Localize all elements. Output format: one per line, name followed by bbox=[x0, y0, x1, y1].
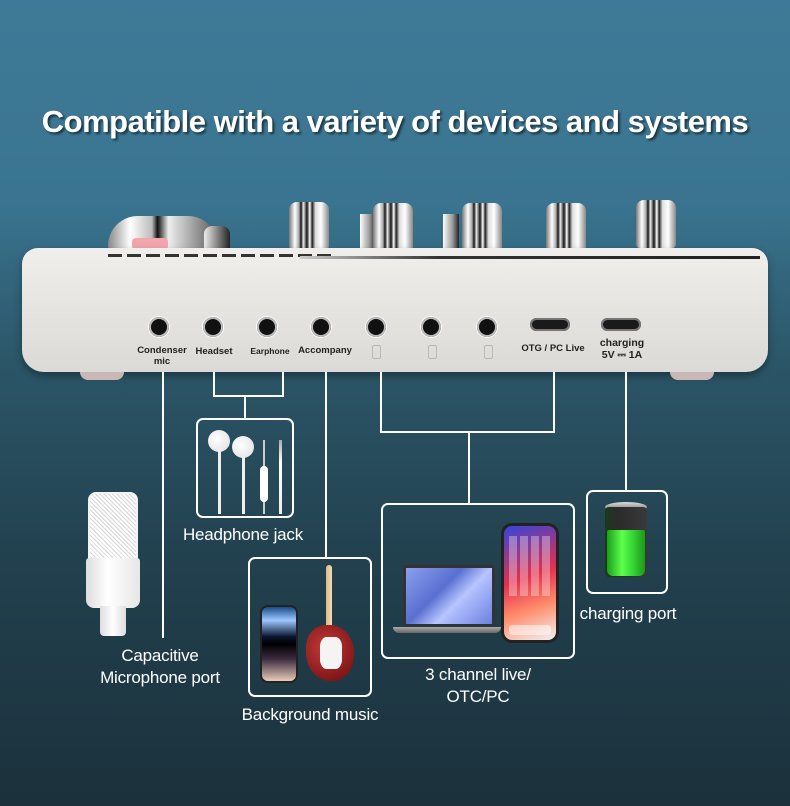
fader-icon bbox=[360, 214, 376, 250]
connector-line bbox=[380, 431, 555, 433]
port-label-charging: charging 5V ⎓ 1A bbox=[599, 337, 645, 361]
smartphone-icon bbox=[262, 607, 296, 681]
caption-charging: charging port bbox=[579, 604, 677, 623]
rubber-foot bbox=[670, 372, 714, 380]
earbud-left bbox=[208, 430, 230, 452]
audio-plug bbox=[279, 440, 282, 514]
port-label-condenser: Condenser mic bbox=[137, 345, 187, 367]
knob-icon bbox=[546, 203, 586, 251]
rubber-foot bbox=[80, 372, 124, 380]
caption-live: 3 channel live/ OTC/PC bbox=[425, 665, 531, 706]
remote-control bbox=[260, 466, 268, 502]
connector-line bbox=[282, 372, 284, 396]
guitar-neck bbox=[326, 565, 332, 637]
panel-edge bbox=[300, 256, 760, 259]
accompany-jack bbox=[311, 317, 331, 337]
headphone-jack-box bbox=[196, 418, 294, 518]
cable bbox=[218, 448, 221, 514]
port-label-accompany: Accompany bbox=[298, 345, 352, 356]
smartphone-icon bbox=[504, 526, 556, 640]
connector-line bbox=[468, 433, 470, 505]
background-music-box bbox=[248, 557, 372, 697]
earphone-jack bbox=[257, 317, 277, 337]
connector-line bbox=[380, 372, 382, 432]
earphones-icon bbox=[204, 426, 286, 514]
port-label-headset: Headset bbox=[195, 346, 233, 357]
battery-charge-level bbox=[607, 530, 645, 576]
connector-line-mic bbox=[162, 372, 164, 638]
caption-microphone: Capacitive Microphone port bbox=[100, 646, 220, 687]
connector-line bbox=[213, 395, 284, 397]
phone-icon bbox=[428, 345, 437, 359]
connector-line bbox=[244, 395, 246, 419]
knob-icon bbox=[636, 200, 676, 248]
caption-background-music: Background music bbox=[241, 705, 379, 724]
knob-icon bbox=[204, 226, 230, 250]
connector-line bbox=[213, 372, 215, 396]
app-grid bbox=[509, 536, 551, 596]
phone-jack-1 bbox=[366, 317, 386, 337]
vent-grille bbox=[108, 254, 331, 257]
condenser-microphone-icon bbox=[86, 490, 140, 640]
laptop-icon bbox=[403, 565, 495, 626]
fader-icon bbox=[443, 214, 459, 250]
knob-icon bbox=[289, 202, 329, 250]
guitar-pickguard bbox=[320, 637, 342, 669]
connector-line bbox=[553, 372, 555, 432]
phone-icon bbox=[484, 345, 493, 359]
knob-icon bbox=[373, 203, 413, 251]
battery-charging-icon bbox=[605, 502, 647, 580]
charging-port-box bbox=[586, 490, 668, 594]
live-pc-box bbox=[381, 503, 575, 659]
knob-icon bbox=[462, 203, 502, 251]
port-label-earphone: Earphone bbox=[250, 346, 290, 356]
earbud-right bbox=[232, 436, 254, 458]
connector-line-accompany bbox=[325, 372, 327, 558]
phone-icon bbox=[372, 345, 381, 359]
mic-grille bbox=[88, 492, 138, 562]
charging-usb-c-port bbox=[601, 318, 641, 331]
otg-usb-c-port bbox=[530, 318, 570, 331]
dock bbox=[509, 625, 551, 635]
caption-headphone: Headphone jack bbox=[182, 525, 304, 544]
phone-jack-3 bbox=[477, 317, 497, 337]
port-label-otg: OTG / PC Live bbox=[521, 343, 585, 354]
mic-base bbox=[100, 606, 126, 636]
cable bbox=[242, 454, 245, 514]
page-title: Compatible with a variety of devices and… bbox=[41, 104, 749, 139]
pink-button-icon bbox=[132, 238, 168, 250]
laptop-base bbox=[393, 627, 501, 633]
headset-jack bbox=[203, 317, 223, 337]
connector-line-charging bbox=[625, 372, 627, 492]
phone-jack-2 bbox=[421, 317, 441, 337]
device-body bbox=[22, 248, 768, 372]
mic-body bbox=[86, 558, 140, 608]
condenser-mic-jack bbox=[149, 317, 169, 337]
